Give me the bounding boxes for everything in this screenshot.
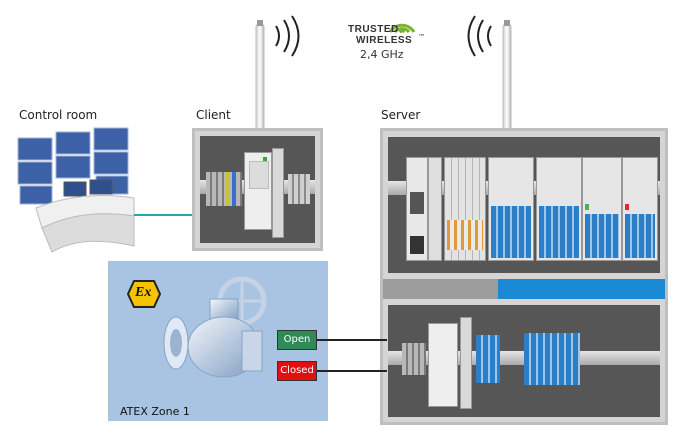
io-module xyxy=(272,148,284,238)
server-antenna-icon xyxy=(467,15,512,135)
brand-line-1: TRUSTED xyxy=(348,24,399,35)
terminal-ground xyxy=(226,172,230,206)
brand-line-2: WIRELESS xyxy=(356,35,413,46)
zone-label: ATEX Zone 1 xyxy=(120,405,190,418)
atex-zone: Ex ATEX Zone 1 xyxy=(108,261,328,421)
closed-indicator[interactable]: Closed xyxy=(277,361,317,381)
control-room-icon xyxy=(17,127,135,253)
client-cabinet xyxy=(192,128,323,251)
trademark: ™ xyxy=(418,33,425,41)
ex-symbol-text: Ex xyxy=(135,285,152,300)
control-room-label: Control room xyxy=(19,108,98,122)
control-room-link xyxy=(134,214,198,216)
radio-module xyxy=(244,152,272,230)
terminal-block xyxy=(402,343,426,375)
io-module-d xyxy=(622,157,658,261)
server-cabinet xyxy=(380,128,668,425)
io-module-a xyxy=(488,157,534,261)
terminal-block-blue-group xyxy=(524,333,580,385)
radio-module xyxy=(428,323,458,407)
open-indicator[interactable]: Open xyxy=(277,330,317,350)
closed-signal-line xyxy=(317,370,387,372)
io-module-c xyxy=(582,157,622,261)
server-upper-interior xyxy=(388,137,660,273)
server-lower-interior xyxy=(388,305,660,417)
client-label: Client xyxy=(196,108,231,122)
coupler-module xyxy=(428,157,442,261)
wireless-waves-icon xyxy=(388,23,416,34)
client-cabinet-interior xyxy=(200,136,315,243)
terminal-block-right xyxy=(288,174,310,204)
terminal-blue xyxy=(232,172,236,206)
server-label: Server xyxy=(381,108,421,122)
open-signal-line xyxy=(317,339,387,341)
terminal-block-blue xyxy=(476,335,500,383)
frequency-label: 2,4 GHz xyxy=(360,48,404,61)
io-module-b xyxy=(536,157,582,261)
io-module xyxy=(460,317,472,409)
trusted-wireless-logo: TRUSTED WIRELESS ™ xyxy=(348,10,428,58)
terminal-block xyxy=(206,172,242,206)
controller-module xyxy=(406,157,428,261)
cable-duct-blue xyxy=(498,279,665,299)
ex-warning-icon xyxy=(126,280,162,308)
client-antenna-icon xyxy=(255,15,300,135)
valve-icon xyxy=(163,276,267,378)
io-module-group xyxy=(444,157,486,261)
cable-duct-grey xyxy=(383,279,498,299)
